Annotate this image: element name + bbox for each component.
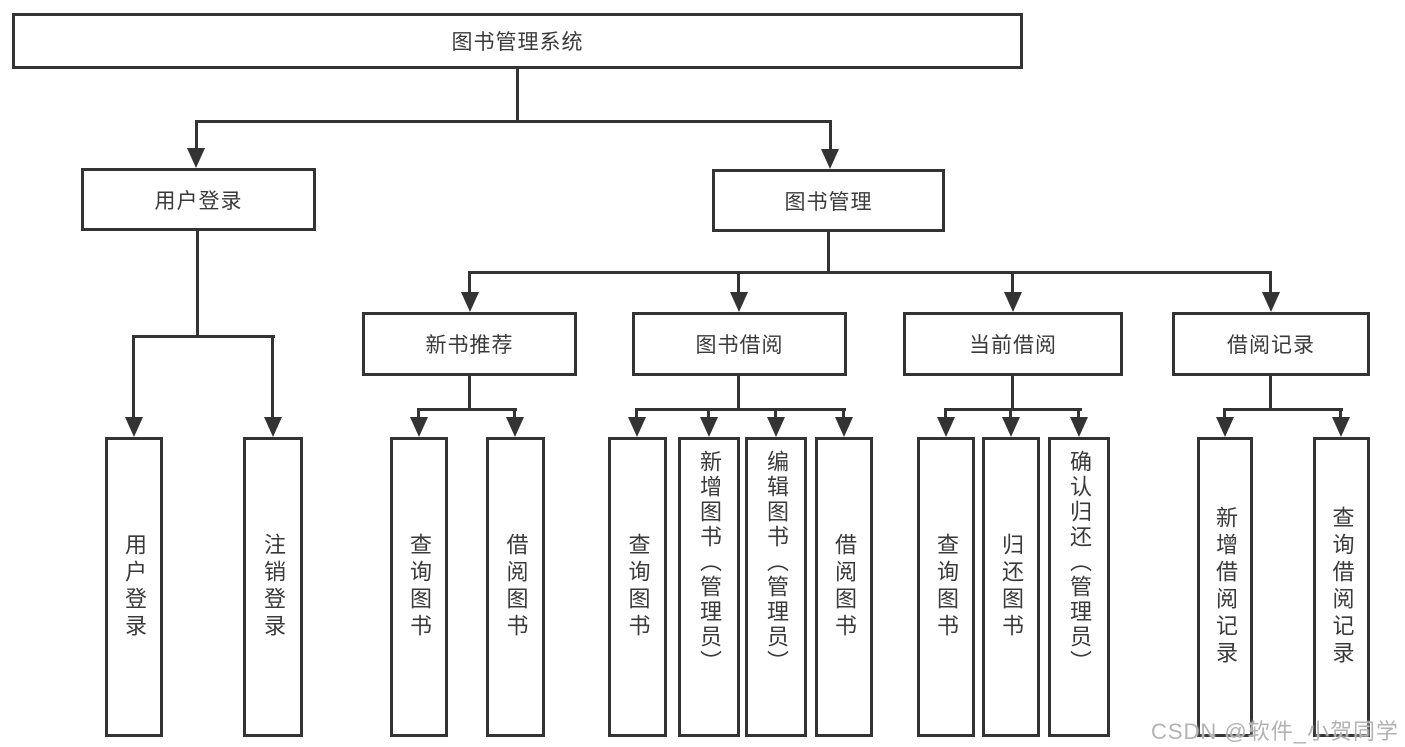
- connector-g2-bus: [635, 408, 846, 411]
- node-borrow-books-recommend: 借阅图书: [486, 437, 545, 737]
- node-return-book: 归还图书: [982, 437, 1040, 737]
- connector-g1-bus: [417, 408, 517, 411]
- arrow-down-icon: [730, 292, 748, 312]
- connector-level3-bus: [468, 271, 1272, 274]
- arrow-down-icon: [461, 292, 479, 312]
- connector-g4-trunk: [1269, 376, 1272, 410]
- arrow-down-icon: [1262, 292, 1280, 312]
- connector-g1-stem1: [417, 408, 420, 420]
- arrow-down-icon: [628, 417, 646, 437]
- arrow-down-icon: [767, 417, 785, 437]
- node-query-books-current: 查询图书: [917, 437, 975, 737]
- node-query-books-borrow: 查询图书: [608, 437, 667, 737]
- connector-g1-trunk: [468, 376, 471, 410]
- arrow-down-icon: [937, 417, 955, 437]
- connector-g2-trunk: [737, 376, 740, 410]
- connector-stem-book-borrow: [737, 271, 740, 294]
- arrow-down-icon: [125, 417, 143, 437]
- connector-stem-current-borrow: [1011, 271, 1014, 294]
- node-book-borrowing: 图书借阅: [632, 312, 847, 376]
- arrow-down-icon: [821, 149, 839, 169]
- node-confirm-return-admin: 确认归还（管理员）: [1048, 437, 1110, 737]
- arrow-down-icon: [700, 417, 718, 437]
- node-user-login-leaf: 用户登录: [105, 437, 163, 737]
- node-add-borrow-record: 新增借阅记录: [1197, 437, 1253, 737]
- connector-g2-stem4: [842, 408, 845, 420]
- connector-g4-stem2: [1339, 408, 1342, 420]
- connector-level2-bus: [195, 120, 832, 123]
- connector-user-login-bus: [132, 335, 275, 338]
- node-edit-book-admin: 编辑图书（管理员）: [745, 437, 807, 737]
- connector-stem-new-book: [468, 271, 471, 294]
- arrow-down-icon: [187, 148, 205, 168]
- connector-g3-stem1: [944, 408, 947, 420]
- connector-book-management-trunk: [827, 232, 830, 273]
- node-logout-leaf: 注销登录: [243, 437, 303, 737]
- arrow-down-icon: [506, 417, 524, 437]
- connector-g3-trunk: [1011, 376, 1014, 410]
- arrow-down-icon: [410, 417, 428, 437]
- connector-g3-stem3: [1077, 408, 1080, 420]
- node-library-management-system: 图书管理系统: [12, 13, 1023, 69]
- arrow-down-icon: [1070, 417, 1088, 437]
- connector-user-login-trunk: [196, 231, 199, 338]
- node-borrowing-records: 借阅记录: [1172, 312, 1370, 376]
- connector-g4-bus: [1223, 408, 1343, 411]
- arrow-down-icon: [1004, 292, 1022, 312]
- connector-stem-user-login: [195, 120, 198, 150]
- connector-stem-borrow-records: [1269, 271, 1272, 294]
- arrow-down-icon: [264, 417, 282, 437]
- connector-g1-stem2: [513, 408, 516, 420]
- connector-g3-bus: [944, 408, 1082, 411]
- node-borrow-books-leaf: 借阅图书: [815, 437, 873, 737]
- arrow-down-icon: [835, 417, 853, 437]
- watermark: CSDN @软件_小贺同学: [1150, 719, 1399, 744]
- node-book-management-branch: 图书管理: [712, 169, 945, 232]
- connector-g2-stem3: [774, 408, 777, 420]
- connector-g3-stem2: [1009, 408, 1012, 420]
- arrow-down-icon: [1216, 417, 1234, 437]
- arrow-down-icon: [1332, 417, 1350, 437]
- connector-g2-stem2: [707, 408, 710, 420]
- node-query-borrow-record: 查询借阅记录: [1313, 437, 1370, 737]
- node-current-borrowing: 当前借阅: [903, 312, 1123, 376]
- node-add-book-admin: 新增图书（管理员）: [678, 437, 740, 737]
- arrow-down-icon: [1002, 417, 1020, 437]
- connector-stem-login-leaf: [132, 335, 135, 419]
- connector-stem-logout-leaf: [271, 335, 274, 419]
- connector-stem-book-management: [829, 120, 832, 150]
- connector-g2-stem1: [635, 408, 638, 420]
- node-new-book-recommend: 新书推荐: [362, 312, 577, 376]
- connector-root-trunk: [516, 68, 519, 122]
- connector-g4-stem1: [1223, 408, 1226, 420]
- node-query-books-recommend: 查询图书: [390, 437, 448, 737]
- node-user-login-branch: 用户登录: [81, 168, 316, 231]
